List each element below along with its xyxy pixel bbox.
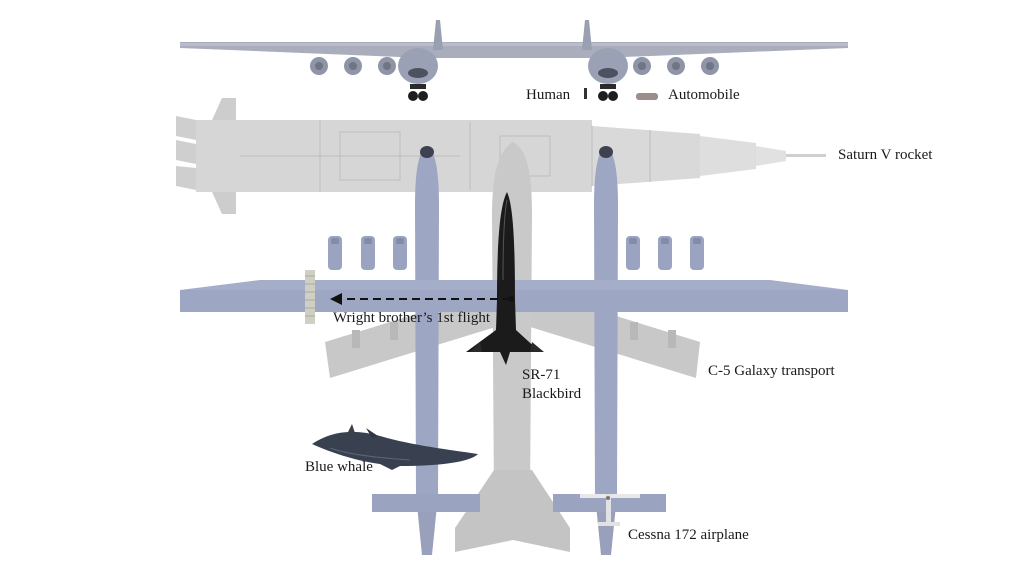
cessna-172 bbox=[580, 494, 640, 526]
label-blue-whale: Blue whale bbox=[305, 459, 373, 475]
label-human: Human bbox=[526, 87, 571, 103]
front-view-left-tail bbox=[433, 20, 443, 50]
stratolaunch-left-fuselage bbox=[415, 146, 439, 500]
sr71-blackbird bbox=[466, 192, 544, 365]
front-view-engines bbox=[310, 57, 719, 75]
human-figure bbox=[584, 88, 587, 99]
front-view-right-tail bbox=[582, 20, 592, 50]
front-view-left-fuselage bbox=[398, 48, 438, 84]
label-automobile: Automobile bbox=[668, 87, 740, 103]
stratolaunch-engines bbox=[328, 236, 704, 270]
label-cessna: Cessna 172 airplane bbox=[628, 527, 749, 543]
stratolaunch-left-tailplane bbox=[372, 494, 480, 512]
stratolaunch-front-view bbox=[180, 20, 848, 101]
c5-tail bbox=[455, 470, 570, 552]
front-view-right-fuselage bbox=[588, 48, 628, 84]
label-sr71-line1: SR-71 bbox=[522, 367, 560, 383]
saturn-v-rocket bbox=[176, 98, 826, 214]
automobile-figure bbox=[636, 93, 658, 100]
stratolaunch-right-fuselage bbox=[594, 146, 618, 500]
front-view-left-gear bbox=[408, 84, 428, 101]
blue-whale bbox=[312, 424, 478, 470]
label-sr71-line2: Blackbird bbox=[522, 386, 582, 402]
stratolaunch-top-view bbox=[180, 146, 848, 555]
wright-flyer bbox=[305, 270, 315, 324]
label-saturn-v: Saturn V rocket bbox=[838, 147, 933, 163]
wright-flight-arrow bbox=[330, 293, 514, 305]
label-c5-galaxy: C-5 Galaxy transport bbox=[708, 363, 835, 379]
label-wright-flight: Wright brother’s 1st flight bbox=[333, 310, 491, 326]
front-view-right-gear bbox=[598, 84, 618, 101]
